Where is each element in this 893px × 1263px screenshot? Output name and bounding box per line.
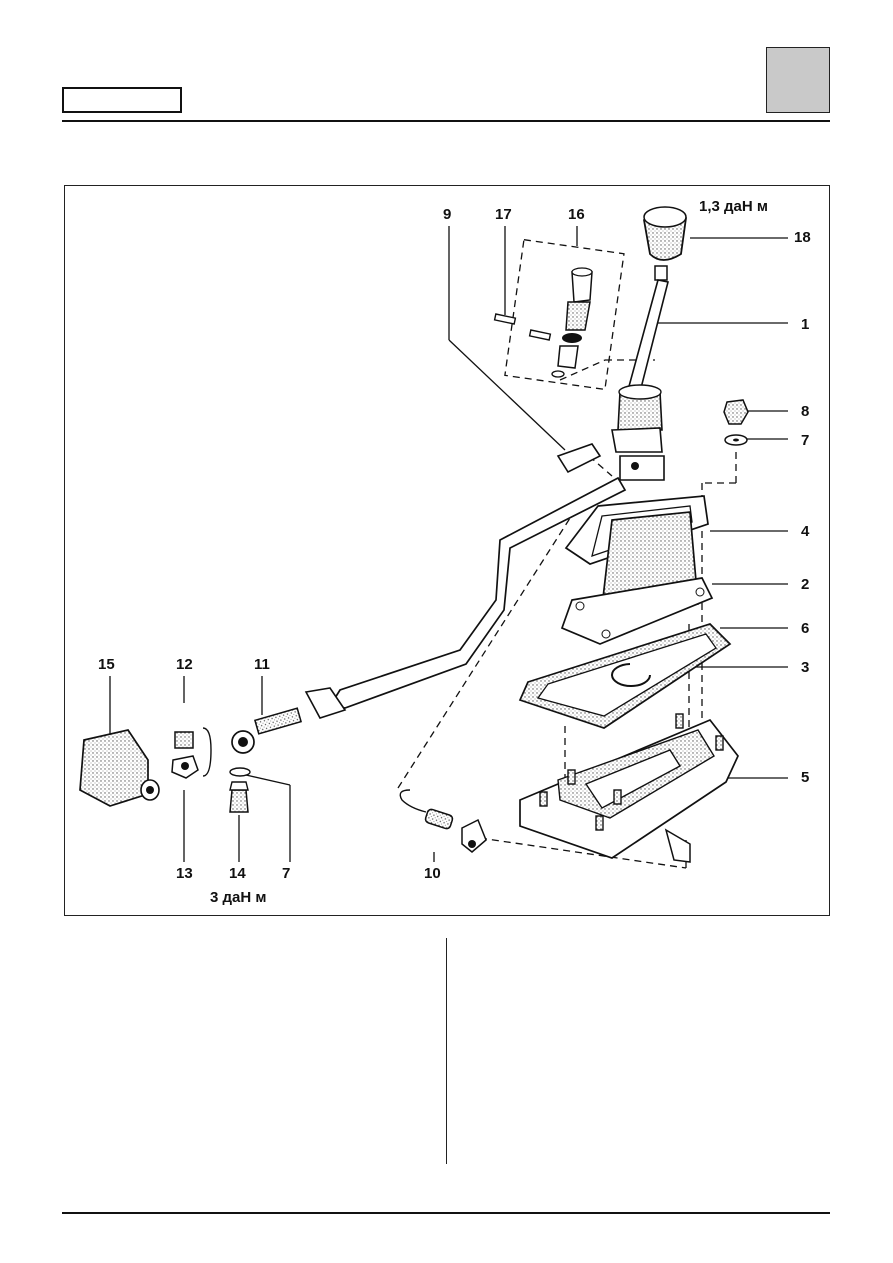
callout-5: 5 xyxy=(801,769,809,786)
footer-rule xyxy=(62,1212,830,1214)
shift-rod xyxy=(304,476,627,719)
callout-1: 1 xyxy=(801,316,809,333)
diagram-frame xyxy=(64,185,830,916)
leader-lines xyxy=(109,226,788,862)
header-rule xyxy=(62,120,830,122)
torque-bolt: 3 даН м xyxy=(210,889,266,906)
callout-7: 7 xyxy=(801,432,809,449)
callout-3: 3 xyxy=(801,659,809,676)
bushing-parts xyxy=(171,727,212,779)
callout-12: 12 xyxy=(176,656,193,673)
callout-6: 6 xyxy=(801,620,809,637)
callout-7b: 7 xyxy=(282,865,290,882)
callout-labels: 9 17 16 18 1 8 7 4 2 6 3 5 15 12 11 13 1… xyxy=(98,198,811,906)
callout-13: 13 xyxy=(176,865,193,882)
nut-and-washer xyxy=(723,399,749,446)
callout-14: 14 xyxy=(229,865,246,882)
pins xyxy=(493,313,552,341)
gear-knob xyxy=(643,206,687,261)
circlip xyxy=(611,663,651,687)
lever-boot-housing xyxy=(560,511,714,645)
repair-kit xyxy=(551,267,593,378)
callout-2: 2 xyxy=(801,576,809,593)
callout-10: 10 xyxy=(424,865,441,882)
rubber-boot xyxy=(79,729,160,807)
return-spring xyxy=(399,789,487,853)
callout-17: 17 xyxy=(495,206,512,223)
column-divider xyxy=(446,938,447,1164)
clip xyxy=(556,443,602,474)
gear-lever xyxy=(611,265,669,481)
header-section-tab xyxy=(766,47,830,113)
callout-11: 11 xyxy=(254,656,270,673)
ball-joint xyxy=(229,707,303,813)
callout-15: 15 xyxy=(98,656,115,673)
dashed-lines xyxy=(397,238,737,869)
base-plate xyxy=(519,713,739,863)
callout-4: 4 xyxy=(801,523,810,540)
torque-knob: 1,3 даН м xyxy=(699,198,768,215)
callout-8: 8 xyxy=(801,403,809,420)
callout-9: 9 xyxy=(443,206,451,223)
callout-16: 16 xyxy=(568,206,585,223)
callout-18: 18 xyxy=(794,229,811,246)
lower-gasket xyxy=(518,623,732,729)
header-label-box xyxy=(62,87,182,113)
